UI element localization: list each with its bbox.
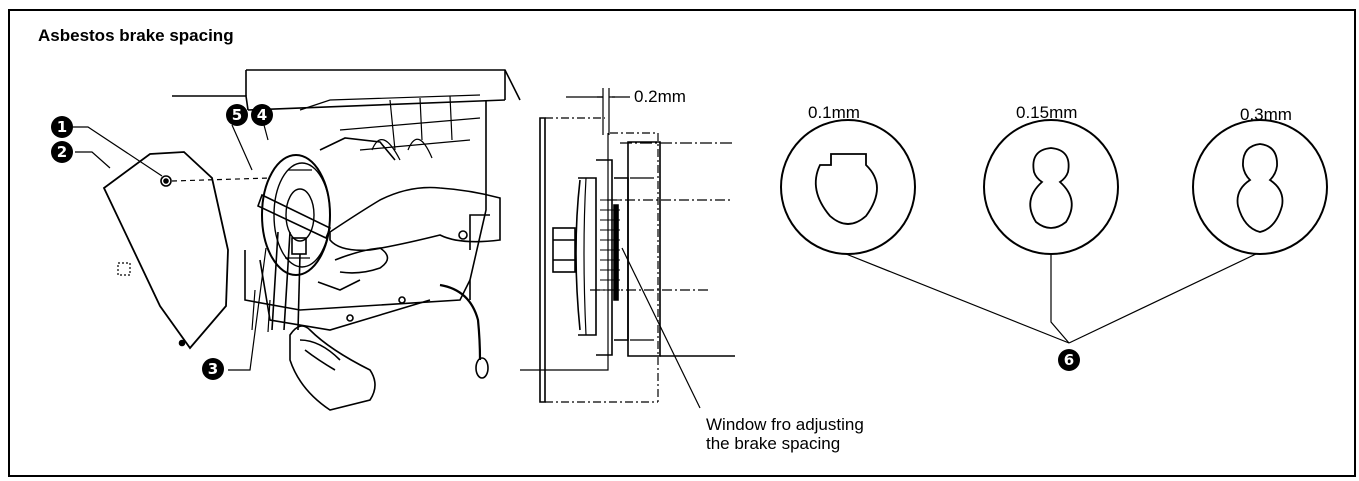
figure-frame [8, 9, 1356, 477]
gauge-disc-3 [1192, 119, 1328, 255]
gauge-label-2: 0.15mm [1016, 103, 1078, 122]
gauge-disc-2 [983, 119, 1119, 255]
callout-3: 3 [202, 358, 224, 380]
callout-2: 2 [51, 141, 73, 163]
brake-cross-section [520, 88, 735, 409]
gauge-label-1: 0.1mm [808, 103, 860, 122]
window-caption-line1: Window fro adjusting [706, 415, 864, 434]
wrench-tool [256, 193, 332, 331]
gauge-label-3: 0.3mm [1240, 105, 1292, 124]
hands [289, 186, 501, 411]
cover-plate [102, 151, 229, 350]
callout-4: 4 [251, 104, 273, 126]
callout-6: 6 [1058, 349, 1080, 371]
section-dimension-label: 0.2mm [634, 87, 686, 106]
window-caption: Window fro adjusting the brake spacing [706, 415, 864, 453]
callout-6-leaders [845, 253, 1257, 344]
gauge-disc-1 [780, 119, 916, 255]
callout-5: 5 [226, 104, 248, 126]
figure-title: Asbestos brake spacing [38, 26, 234, 45]
callout-1: 1 [51, 116, 73, 138]
machine-illustration [73, 69, 521, 411]
window-caption-line2: the brake spacing [706, 434, 841, 453]
